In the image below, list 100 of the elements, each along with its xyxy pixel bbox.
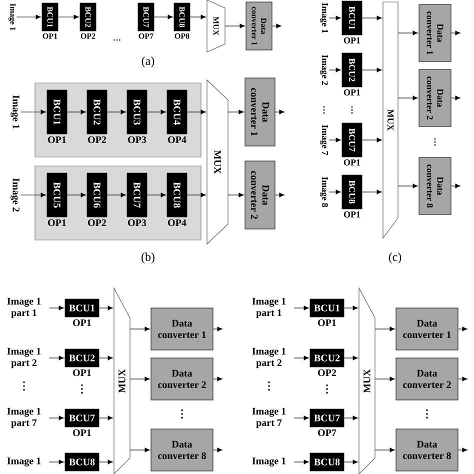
arrow <box>212 326 222 332</box>
panel-label: (c) <box>388 252 402 264</box>
input-label: Image 1 part 7 <box>252 408 286 428</box>
bcu-block: BCU2 <box>342 52 362 88</box>
input-label: Image 1 part 1 <box>7 298 41 318</box>
arrow <box>66 192 86 198</box>
arrow <box>362 190 382 194</box>
arrow <box>362 16 382 20</box>
bcu-block: BCU6 <box>86 172 108 218</box>
op-label: OP3 <box>128 219 146 226</box>
arrow <box>106 110 126 114</box>
ellipsis: … <box>351 106 353 114</box>
op-label: OP1 <box>48 136 66 144</box>
arrow <box>398 30 418 36</box>
arrow <box>450 30 460 36</box>
converter-box: Data converter 8 <box>418 157 452 215</box>
ellipsis: … <box>326 384 328 394</box>
input-label: Image 1 part 2 <box>7 348 41 368</box>
bcu-block: BCU1 <box>42 2 58 32</box>
bcu-block: BCU8 <box>174 2 190 32</box>
bcu-block: BCU8 <box>166 172 188 218</box>
arrow <box>272 24 282 28</box>
arrow <box>450 184 460 188</box>
bcu-block: BCU1 <box>64 298 100 318</box>
op-label: OP2 <box>88 136 106 144</box>
input-label: Image 2 <box>320 54 328 85</box>
converter-box: Data converter 1 <box>246 2 272 50</box>
bcu-block: BCU8 <box>310 452 344 472</box>
arrow <box>48 460 64 464</box>
ellipsis: … <box>114 39 120 41</box>
arrow <box>458 326 468 332</box>
arrow <box>398 184 418 188</box>
bcu-block: BCU7 <box>126 172 148 218</box>
arrow <box>362 138 382 142</box>
op-label: OP1 <box>344 89 360 96</box>
converter-box: Data converter 8 <box>396 428 458 472</box>
arrow <box>328 68 341 72</box>
ellipsis: … <box>268 381 270 391</box>
arrow <box>146 110 166 114</box>
arrow <box>58 14 79 20</box>
ellipsis: … <box>434 138 436 146</box>
panel-label: (a) <box>142 56 154 68</box>
op-label: OP1 <box>344 37 360 44</box>
arrow <box>130 448 150 452</box>
arrow <box>146 192 166 198</box>
arrow <box>98 356 113 360</box>
converter-box: Data converter 8 <box>150 428 214 472</box>
bcu-block: BCU2 <box>86 90 108 134</box>
arrow <box>374 448 395 452</box>
bcu-block: BCU7 <box>342 122 362 158</box>
ellipsis: … <box>181 409 183 419</box>
bcu-block: BCU8 <box>342 174 362 210</box>
op-label: OP7 <box>318 429 336 436</box>
arrow <box>374 376 395 382</box>
bcu-block: BCU4 <box>166 90 188 134</box>
op-label: OP1 <box>344 159 360 166</box>
converter-box: Data converter 2 <box>150 358 214 400</box>
input-label: Image 1 <box>10 95 20 129</box>
arrow <box>212 448 222 452</box>
arrow <box>186 192 206 198</box>
arrow <box>344 460 358 464</box>
arrow <box>362 68 382 72</box>
arrow <box>48 416 64 420</box>
arrow <box>212 376 222 382</box>
converter-box: Data converter 2 <box>244 160 276 230</box>
arrow <box>98 306 113 310</box>
arrow <box>344 306 358 310</box>
converter-box: Data converter 1 <box>396 308 458 350</box>
bcu-block: BCU3 <box>126 90 148 134</box>
arrow <box>16 14 41 20</box>
arrow <box>224 24 245 28</box>
arrow <box>458 448 468 452</box>
arrow <box>48 356 64 360</box>
arrow <box>98 460 113 464</box>
arrow <box>130 326 150 332</box>
bcu-block: BCU7 <box>138 2 154 32</box>
arrow <box>328 138 341 142</box>
op-label: OP2 <box>88 219 106 226</box>
bcu-block: BCU1 <box>46 90 68 134</box>
op-label: OP2 <box>80 33 96 39</box>
op-label: OP1 <box>73 429 91 436</box>
arrow <box>328 190 341 194</box>
converter-box: Data converter 1 <box>150 308 214 350</box>
converter-box: Data converter 1 <box>418 4 452 62</box>
arrow <box>228 110 244 114</box>
op-label: OP4 <box>168 136 186 144</box>
op-label: OP1 <box>318 319 336 326</box>
arrow <box>294 460 309 464</box>
input-label: Image 1 <box>252 458 286 466</box>
ellipsis: … <box>323 106 325 114</box>
arrow <box>228 192 244 198</box>
converter-box: Data converter 2 <box>418 69 452 127</box>
arrow <box>374 326 395 332</box>
bcu-block: BCU8 <box>64 452 100 472</box>
bcu-block: BCU2 <box>310 348 344 368</box>
op-label: OP1 <box>73 319 91 326</box>
arrow <box>294 356 309 360</box>
bcu-block: BCU2 <box>80 2 96 32</box>
op-label: OP1 <box>344 211 360 218</box>
input-label: Image 7 <box>320 124 328 156</box>
